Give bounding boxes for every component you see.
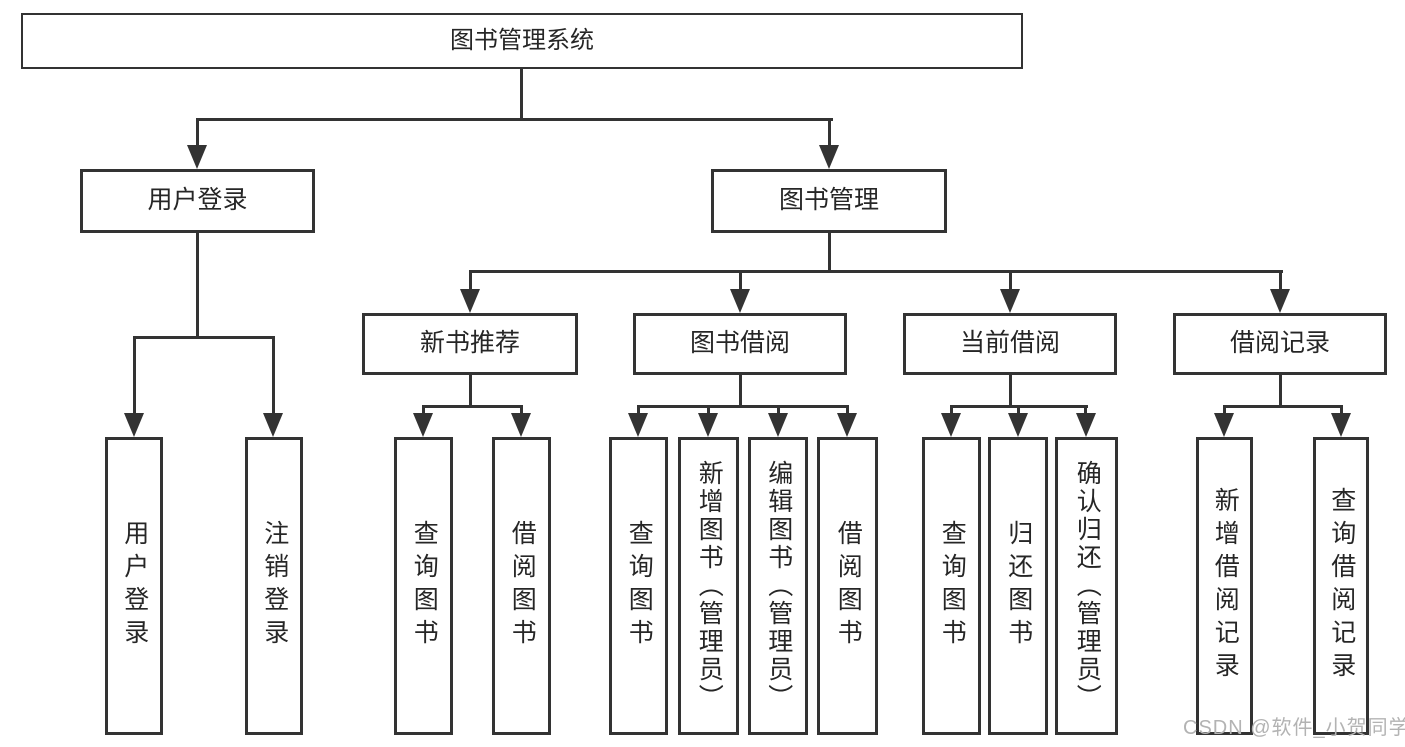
node-query-borrow-record: 查询借阅记录	[1313, 437, 1369, 735]
node-user-login-leaf: 用户登录	[105, 437, 163, 735]
node-label: 图书管理系统	[450, 26, 594, 54]
node-label: 借阅记录	[1229, 329, 1330, 358]
connector-line	[1009, 270, 1012, 296]
node-label: 图书借阅	[689, 329, 790, 358]
node-label: 借阅图书	[508, 520, 537, 652]
arrow-down-icon	[1270, 289, 1290, 313]
connector-line	[196, 233, 199, 339]
connector-line	[637, 405, 640, 417]
arrow-down-icon	[413, 413, 433, 437]
node-borrowing-records: 借阅记录	[1173, 313, 1387, 375]
node-query-books: 查询图书	[394, 437, 453, 735]
node-label: 查询图书	[410, 520, 439, 652]
arrow-down-icon	[768, 413, 788, 437]
node-label: 借阅图书	[834, 520, 863, 652]
arrow-down-icon	[1000, 289, 1020, 313]
arrow-down-icon	[1331, 413, 1351, 437]
connector-line	[1279, 375, 1282, 408]
node-label: 归还图书	[1004, 520, 1033, 652]
connector-line	[637, 405, 849, 408]
arrow-down-icon	[460, 289, 480, 313]
node-label: 图书管理	[778, 186, 879, 215]
arrow-down-icon	[511, 413, 531, 437]
node-label: 当前借阅	[959, 329, 1060, 358]
connector-line	[707, 405, 710, 417]
connector-line	[469, 270, 472, 296]
connector-line	[1017, 405, 1020, 417]
arrow-down-icon	[698, 413, 718, 437]
connector-line	[196, 118, 199, 152]
connector-line	[469, 375, 472, 408]
node-label: 查询图书	[625, 520, 654, 652]
connector-line	[739, 270, 742, 296]
arrow-down-icon	[263, 413, 283, 437]
connector-line	[846, 405, 849, 417]
node-label: 用户登录	[147, 186, 248, 215]
connector-line	[828, 118, 831, 152]
node-return-books: 归还图书	[988, 437, 1048, 735]
connector-line	[196, 118, 833, 121]
node-new-book-recommendation: 新书推荐	[362, 313, 578, 375]
connector-line	[520, 405, 523, 417]
node-label: 新增借阅记录	[1211, 487, 1240, 685]
node-add-book-admin: 新增图书（管理员）	[678, 437, 739, 735]
connector-line	[520, 69, 523, 121]
node-user-login: 用户登录	[80, 169, 315, 233]
node-current-borrowing: 当前借阅	[903, 313, 1117, 375]
connector-line	[469, 270, 1283, 273]
connector-line	[1340, 405, 1343, 417]
connector-line	[739, 375, 742, 408]
watermark-text: CSDN @软件_小贺同学	[1183, 717, 1405, 739]
node-book-management-system: 图书管理系统	[21, 13, 1023, 69]
arrow-down-icon	[628, 413, 648, 437]
node-book-borrowing: 图书借阅	[633, 313, 847, 375]
connector-line	[1279, 270, 1282, 296]
arrow-down-icon	[941, 413, 961, 437]
arrow-down-icon	[819, 145, 839, 169]
connector-line	[422, 405, 523, 408]
arrow-down-icon	[187, 145, 207, 169]
arrow-down-icon	[730, 289, 750, 313]
connector-line	[1223, 405, 1343, 408]
node-label: 查询图书	[938, 520, 967, 652]
node-label: 确认归还（管理员）	[1073, 460, 1102, 712]
connector-line	[422, 405, 425, 417]
node-label: 新书推荐	[419, 329, 520, 358]
connector-line	[272, 336, 275, 417]
arrow-down-icon	[1008, 413, 1028, 437]
arrow-down-icon	[124, 413, 144, 437]
node-label: 查询借阅记录	[1327, 487, 1356, 685]
connector-line	[777, 405, 780, 417]
connector-line	[1223, 405, 1226, 417]
connector-line	[950, 405, 953, 417]
node-label: 新增图书（管理员）	[695, 460, 724, 712]
node-book-management: 图书管理	[711, 169, 947, 233]
connector-line	[1084, 405, 1087, 417]
node-edit-book-admin: 编辑图书（管理员）	[748, 437, 808, 735]
connector-line	[133, 336, 136, 417]
connector-line	[828, 233, 831, 273]
node-label: 用户登录	[120, 520, 149, 652]
node-query-books: 查询图书	[922, 437, 981, 735]
node-label: 编辑图书（管理员）	[764, 460, 793, 712]
node-confirm-return-admin: 确认归还（管理员）	[1055, 437, 1118, 735]
node-label: 注销登录	[260, 520, 289, 652]
node-borrow-books: 借阅图书	[492, 437, 551, 735]
arrow-down-icon	[1076, 413, 1096, 437]
node-borrow-books: 借阅图书	[817, 437, 878, 735]
connector-line	[133, 336, 275, 339]
arrow-down-icon	[1214, 413, 1234, 437]
node-logout: 注销登录	[245, 437, 303, 735]
node-add-borrow-record: 新增借阅记录	[1196, 437, 1253, 735]
node-query-books: 查询图书	[609, 437, 668, 735]
connector-line	[1009, 375, 1012, 408]
arrow-down-icon	[837, 413, 857, 437]
